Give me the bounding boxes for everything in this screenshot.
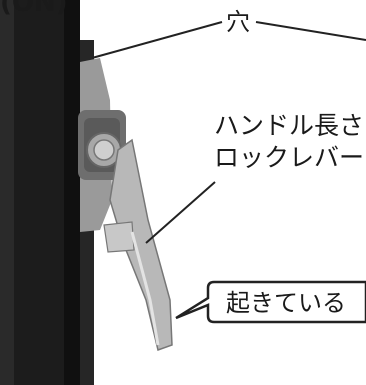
lock-lever — [103, 138, 173, 351]
hole-leader-line — [91, 21, 223, 59]
callout-bubble — [175, 280, 366, 324]
callout-label: 起きている — [226, 289, 346, 317]
hole-label: 穴 — [226, 8, 250, 36]
frame-column — [0, 0, 94, 385]
lever-label-line2: ロックレバー — [214, 143, 365, 172]
lever-leader-line — [145, 181, 216, 244]
hole-leader-line-right — [255, 21, 366, 41]
pivot-bolt — [86, 132, 122, 168]
title-fragment: (ON) — [0, 0, 68, 18]
lever-label-line1: ハンドル長さ — [214, 111, 365, 140]
